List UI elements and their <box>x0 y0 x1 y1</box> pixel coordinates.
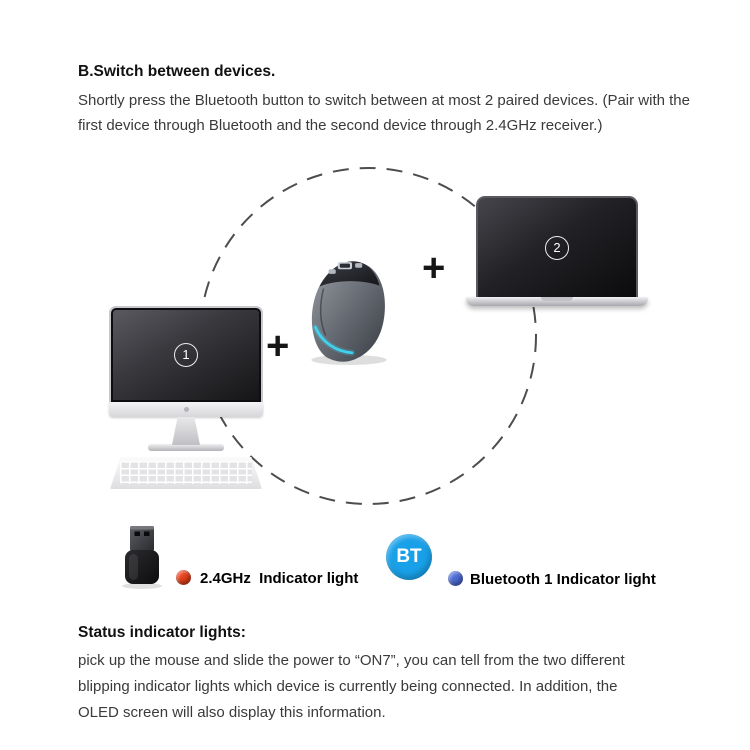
bluetooth-badge-text: BT <box>396 546 422 567</box>
status-paragraph: pick up the mouse and slide the power to… <box>78 648 625 726</box>
desktop-base <box>148 444 224 451</box>
status-line: blipping indicator lights which device i… <box>78 678 618 695</box>
keyboard <box>110 457 262 489</box>
vertical-mouse <box>311 261 387 365</box>
bluetooth-badge-icon: BT <box>386 534 432 580</box>
usb-receiver-icon <box>122 526 162 589</box>
intro-paragraph: Shortly press the Bluetooth button to sw… <box>78 88 690 138</box>
device-1-number: 1 <box>174 343 198 367</box>
plus-sign: + <box>422 246 446 290</box>
desktop-stand <box>172 417 200 445</box>
intro-line: Shortly press the Bluetooth button to sw… <box>78 92 690 109</box>
rf-indicator-dot <box>176 570 191 585</box>
desktop-computer: 1 <box>108 306 264 489</box>
laptop-computer: 2 <box>466 196 648 306</box>
plus-sign: + <box>266 324 290 368</box>
desktop-screen: 1 <box>109 306 263 402</box>
intro-line: first device through Bluetooth and the s… <box>78 117 603 134</box>
desktop-chin <box>109 402 263 417</box>
intro-heading: B.Switch between devices. <box>78 63 276 80</box>
rf-indicator-label: 2.4GHz Indicator light <box>200 570 359 587</box>
laptop-base <box>466 297 648 306</box>
status-line: OLED screen will also display this infor… <box>78 704 386 721</box>
device-2-number: 2 <box>545 235 569 260</box>
status-heading: Status indicator lights: <box>78 624 246 641</box>
bt-indicator-dot <box>448 571 463 586</box>
status-line: pick up the mouse and slide the power to… <box>78 652 625 669</box>
bt-indicator-label: Bluetooth 1 Indicator light <box>470 571 656 588</box>
laptop-screen: 2 <box>476 196 638 297</box>
